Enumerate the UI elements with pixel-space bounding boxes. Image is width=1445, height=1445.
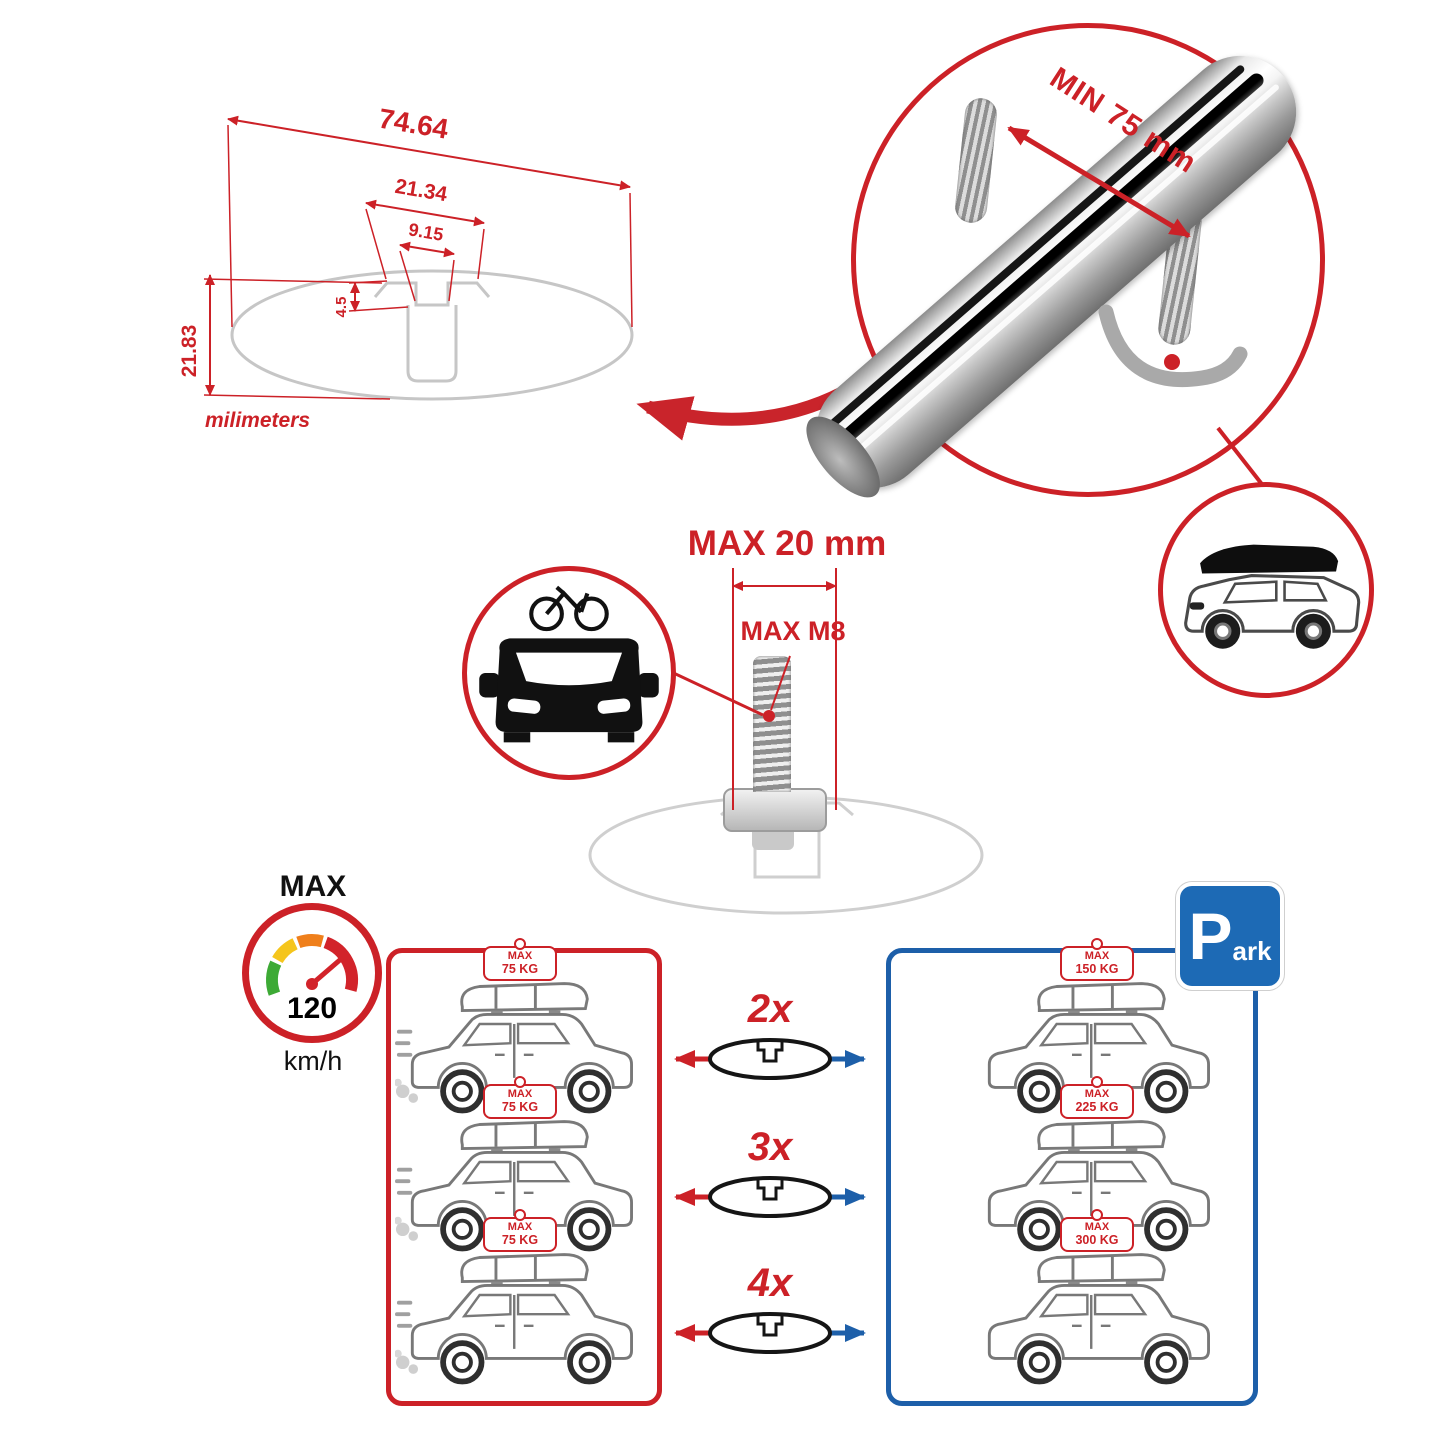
load-tag: MAX 75 KG [483, 946, 557, 982]
tag-max: MAX [507, 1221, 533, 1233]
tag-max: MAX [507, 950, 533, 962]
multiplier-label: 3x [747, 1125, 793, 1169]
crossbar-count-row-2: 3x [658, 1126, 882, 1231]
multiplier-label: 4x [747, 1261, 793, 1305]
driving-car-row3: MAX 75 KG [392, 1217, 645, 1397]
load-tag: MAX 75 KG [483, 1084, 557, 1120]
min-span-arrow [1007, 125, 1191, 239]
tag-weight: 75 KG [501, 1232, 539, 1247]
clamp-point-dot [1164, 354, 1180, 370]
max-length-label: MAX 20 mm [687, 524, 887, 563]
tag-weight: 300 KG [1075, 1232, 1119, 1247]
dim-step-height-label: 4.5 [333, 297, 350, 318]
speed-value: 120 [287, 992, 337, 1025]
dim-total-width-label: 74.64 [376, 103, 451, 145]
crossbar-count-row-1: 2x [658, 988, 882, 1093]
load-tag: MAX 75 KG [483, 1217, 557, 1253]
crossbar-arrows-icon [674, 1176, 866, 1218]
speed-unit-label: km/h [283, 1046, 343, 1076]
speedometer-icon: 120 [266, 934, 358, 1025]
car-front-bike-icon [479, 585, 659, 743]
tag-weight: 225 KG [1075, 1099, 1119, 1114]
speed-max-label: MAX [279, 870, 347, 903]
thread-point-dot [763, 710, 775, 722]
mount-profile-outline [588, 795, 984, 915]
bike-carrier-badge [462, 566, 676, 780]
parking-sign-suffix: ark [1232, 935, 1272, 966]
threaded-bolt [753, 656, 791, 792]
crossbar-cross-section-diagram: 74.64 21.34 9.15 4.5 21.83 milimeters [178, 103, 634, 432]
crossbar-arrows-icon [674, 1038, 866, 1080]
suv-roofbox-badge [1158, 482, 1374, 698]
tag-max: MAX [1084, 1088, 1110, 1100]
bolt-dimension-lines [732, 568, 837, 810]
dimension-labels: 74.64 21.34 9.15 4.5 21.83 milimeters [178, 103, 451, 432]
load-tag: MAX 300 KG [1060, 1217, 1134, 1253]
driving-car-row2: MAX 75 KG [392, 1084, 645, 1264]
tag-weight: 150 KG [1075, 961, 1119, 976]
tag-max: MAX [507, 1088, 533, 1100]
parked-car-row1: MAX 150 KG [972, 946, 1222, 1126]
crossbar-count-row-3: 4x [658, 1262, 882, 1367]
suv-roofbox-icon [1184, 544, 1361, 649]
max-thread-label: MAX M8 [740, 616, 846, 646]
bolt-tnut [723, 788, 827, 832]
tag-max: MAX [1084, 950, 1110, 962]
dim-total-height-label: 21.83 [178, 325, 201, 378]
profile-outline [230, 269, 634, 401]
multiplier-label: 2x [747, 987, 793, 1031]
parked-car-row3: MAX 300 KG [972, 1217, 1222, 1397]
parked-car-row2: MAX 225 KG [972, 1084, 1222, 1264]
dim-slot-width-label: 9.15 [407, 219, 445, 245]
parking-sign: P ark [1180, 886, 1280, 986]
clamp-hook [1098, 304, 1248, 388]
load-tag: MAX 150 KG [1060, 946, 1134, 982]
dimension-lines [203, 115, 633, 400]
crossbar-arrows-icon [674, 1312, 866, 1354]
dim-plateau-width-label: 21.34 [393, 175, 449, 206]
speed-limit-gauge: 120 [242, 903, 382, 1043]
load-tag: MAX 225 KG [1060, 1084, 1134, 1120]
driving-car-row1: MAX 75 KG [392, 946, 645, 1126]
tag-weight: 75 KG [501, 1099, 539, 1114]
tag-max: MAX [1084, 1221, 1110, 1233]
units-label: milimeters [205, 409, 310, 432]
leader-line-to-suv [1216, 426, 1270, 494]
parking-sign-letter: P [1188, 899, 1233, 973]
leader-line-to-bolt [664, 667, 764, 717]
tag-weight: 75 KG [501, 961, 539, 976]
